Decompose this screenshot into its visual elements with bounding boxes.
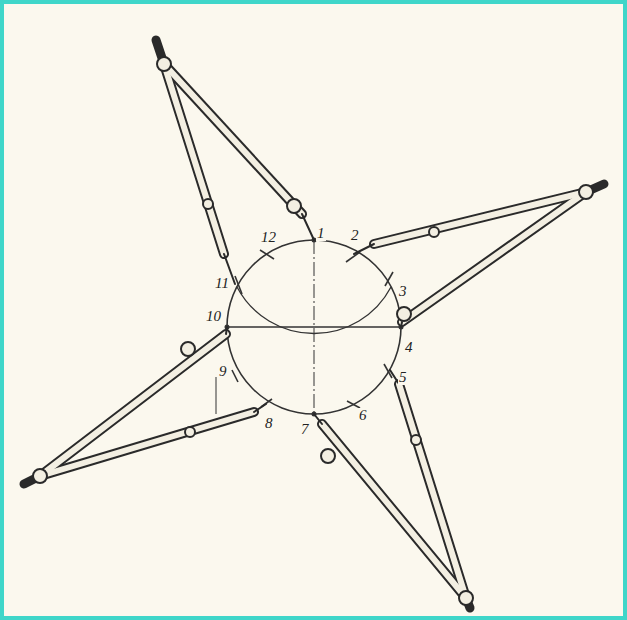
point-number: 12 bbox=[260, 230, 277, 245]
point-number: 1 bbox=[316, 226, 326, 241]
point-number: 9 bbox=[218, 364, 228, 379]
point-number: 10 bbox=[205, 309, 222, 324]
point-number: 8 bbox=[264, 416, 274, 431]
point-number: 3 bbox=[398, 284, 408, 299]
point-number: 4 bbox=[404, 340, 414, 355]
point-number: 5 bbox=[398, 370, 408, 385]
point-number: 7 bbox=[300, 422, 310, 437]
point-number: 11 bbox=[214, 276, 230, 291]
point-number: 2 bbox=[350, 228, 360, 243]
point-number: 6 bbox=[358, 408, 368, 423]
compass-illustration bbox=[4, 4, 623, 616]
